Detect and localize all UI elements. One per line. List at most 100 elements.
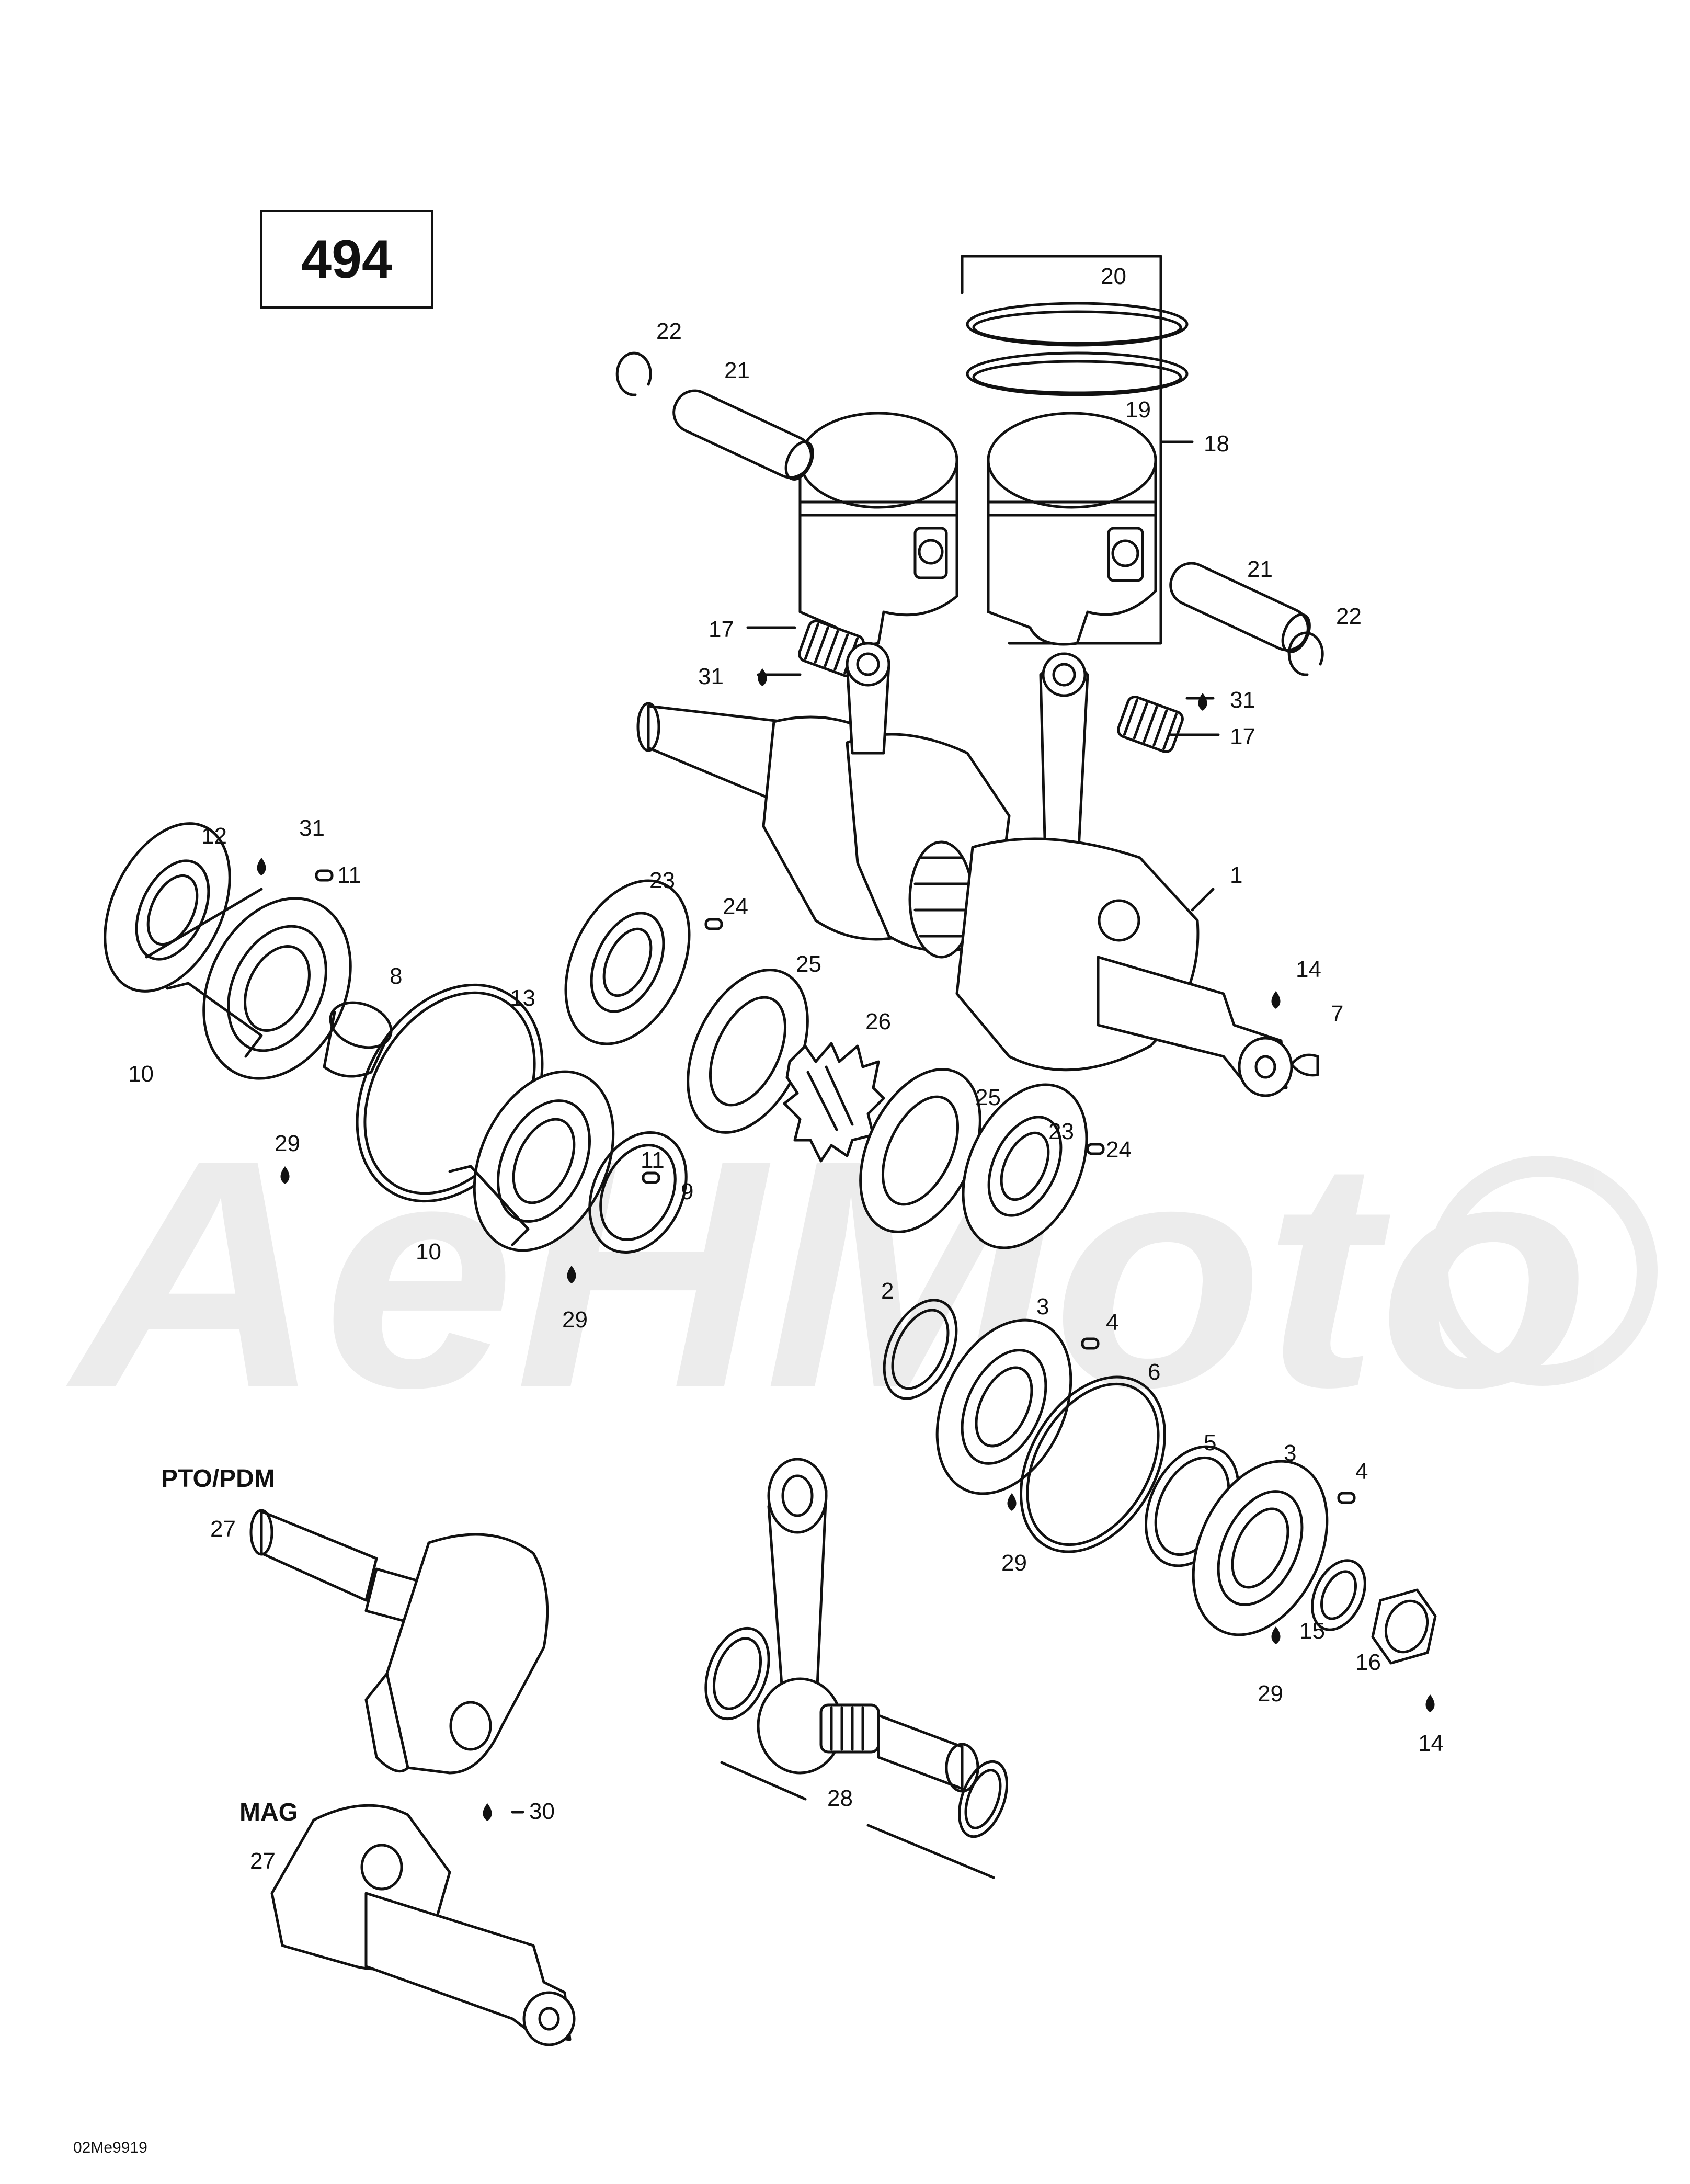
callout-17: 17 — [1230, 724, 1255, 749]
oil-drop-icon — [280, 1166, 290, 1184]
lock-washer-15 — [1311, 1559, 1366, 1631]
piston-ring-19 — [966, 351, 1189, 396]
callout-19: 19 — [1125, 397, 1151, 423]
callout-11: 11 — [641, 1147, 665, 1173]
o-ring-6 — [1020, 1375, 1166, 1553]
callout-7: 7 — [1331, 1001, 1344, 1027]
pto-crankshaft-27 — [249, 1509, 549, 1774]
callout-27: 27 — [210, 1516, 236, 1542]
mag-crankshaft-27 — [270, 1804, 576, 2046]
circlip-right — [1287, 631, 1324, 676]
callout-21: 21 — [1247, 556, 1273, 582]
callout-8: 8 — [390, 963, 403, 989]
callout-4: 4 — [1106, 1310, 1119, 1335]
piston-pin-left — [672, 389, 814, 481]
oil-seal-12 — [104, 822, 231, 993]
seal-25-bottom — [859, 1068, 981, 1233]
needle-bearing-right — [1117, 696, 1184, 753]
callout-9: 9 — [681, 1179, 694, 1204]
callout-17: 17 — [709, 617, 734, 642]
callout-28: 28 — [827, 1785, 853, 1811]
oil-drop-icon — [567, 1266, 576, 1283]
callout-10: 10 — [416, 1239, 441, 1265]
callout-23: 23 — [1048, 1119, 1074, 1144]
sleeve-8 — [323, 1001, 393, 1078]
callout-26: 26 — [865, 1009, 891, 1034]
callout-25: 25 — [796, 951, 821, 977]
callout-31: 31 — [299, 815, 325, 841]
ball-bearing-23-bottom — [962, 1083, 1088, 1249]
diagram-number: 494 — [301, 229, 392, 290]
lubricant-drops — [257, 668, 1435, 1821]
callout-14: 14 — [1296, 957, 1321, 982]
mag-section-label: MAG — [239, 1799, 298, 1826]
ball-bearing-10-middle — [473, 1070, 615, 1252]
callout-23: 23 — [649, 868, 675, 893]
callout-31: 31 — [698, 664, 724, 689]
callout-20: 20 — [1101, 264, 1126, 289]
figure-code: 02Me9919 — [73, 2139, 147, 2156]
diagram-number-box: 494 — [260, 210, 433, 309]
callout-5: 5 — [1204, 1430, 1217, 1455]
callout-22: 22 — [656, 318, 682, 344]
dowel-pin-24a — [704, 918, 723, 930]
piston-right-18 — [987, 412, 1157, 646]
piston-left — [798, 412, 958, 646]
oil-drop-icon — [1271, 991, 1281, 1009]
callout-31: 31 — [1230, 687, 1255, 713]
callout-24: 24 — [1106, 1137, 1132, 1163]
callout-12: 12 — [201, 823, 227, 849]
callout-29: 29 — [1001, 1550, 1027, 1576]
bracket-10-left — [166, 982, 263, 1058]
callout-4: 4 — [1355, 1459, 1368, 1484]
callout-3: 3 — [1036, 1294, 1049, 1320]
oil-drop-icon — [257, 858, 266, 875]
crankshaft-assembly — [636, 642, 1293, 1097]
pto-section-label: PTO/PDM — [161, 1465, 275, 1493]
washer-2 — [883, 1299, 958, 1400]
nut-16 — [1371, 1588, 1437, 1665]
woodruff-key-7 — [1290, 1053, 1319, 1077]
ball-bearing-23-top — [564, 879, 691, 1045]
dowel-pin-4a — [1081, 1337, 1100, 1350]
piston-pin-right — [1169, 562, 1311, 653]
callout-3: 3 — [1284, 1440, 1297, 1466]
callout-2: 2 — [881, 1278, 894, 1304]
callout-30: 30 — [529, 1799, 555, 1824]
callout-29: 29 — [1258, 1681, 1283, 1707]
callout-13: 13 — [510, 985, 535, 1011]
dowel-pin-11b — [642, 1171, 660, 1184]
callout-24: 24 — [723, 894, 748, 919]
circlip-left — [615, 351, 652, 396]
callout-29: 29 — [562, 1307, 588, 1333]
callout-1: 1 — [1230, 862, 1243, 888]
callout-15: 15 — [1299, 1618, 1325, 1644]
oil-drop-icon — [1198, 693, 1207, 711]
dowel-pin-11a — [315, 869, 334, 882]
oil-drop-icon — [758, 668, 767, 686]
oil-drop-icon — [483, 1803, 492, 1821]
oil-drop-icon — [1425, 1694, 1435, 1712]
ball-bearing-3-bottom — [1192, 1460, 1329, 1636]
washer-9 — [588, 1131, 688, 1254]
callout-11: 11 — [337, 862, 361, 888]
callout-29: 29 — [275, 1131, 300, 1156]
connecting-rod-kit-28 — [704, 1458, 1009, 1879]
ball-bearing-10-left — [202, 897, 352, 1080]
dowel-pin-4b — [1337, 1492, 1356, 1504]
oil-drop-icon — [1271, 1626, 1281, 1644]
oil-drop-icon — [1007, 1493, 1017, 1511]
callout-21: 21 — [724, 358, 750, 383]
piston-ring-20 — [966, 302, 1189, 347]
dowel-pin-24b — [1086, 1143, 1105, 1155]
callout-27: 27 — [250, 1848, 276, 1874]
callout-6: 6 — [1148, 1359, 1161, 1385]
callout-22: 22 — [1336, 604, 1362, 629]
bracket-10-middle — [448, 1165, 530, 1246]
callout-10: 10 — [128, 1061, 154, 1087]
callout-18: 18 — [1204, 431, 1229, 457]
callout-16: 16 — [1355, 1650, 1381, 1675]
piston-group-bracket — [961, 255, 1162, 645]
callout-25: 25 — [975, 1085, 1001, 1110]
